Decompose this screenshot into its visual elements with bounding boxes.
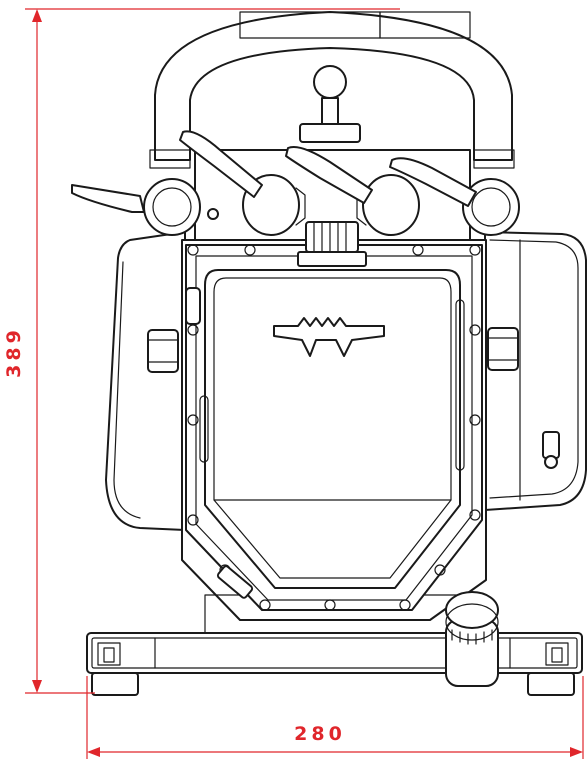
drain-valve (542, 431, 560, 469)
central-stem (299, 65, 361, 143)
inner-window (204, 269, 461, 589)
lever-center (285, 146, 373, 204)
lever-left-outer (71, 184, 145, 213)
base-frame (86, 632, 583, 696)
height-label: 389 (3, 326, 25, 378)
height-dimension: 389 (3, 8, 400, 694)
right-latch (545, 642, 569, 666)
left-latch (97, 642, 121, 666)
carry-handle (154, 11, 513, 161)
right-side-housing (484, 231, 587, 511)
left-side-knob (147, 287, 201, 373)
lever-right (389, 157, 477, 207)
base-knurled-knob (445, 591, 499, 687)
lower-left-handle (216, 565, 254, 599)
left-slot (199, 395, 209, 463)
right-side-knob (487, 327, 519, 371)
left-foot (91, 672, 139, 696)
lever-left-inner (179, 130, 263, 198)
valve-cap-4 (462, 178, 520, 236)
logo-plate (273, 317, 385, 357)
valve-levers (71, 130, 477, 213)
width-dimension: 280 (86, 676, 584, 759)
center-gear-knob (297, 221, 367, 267)
left-side-housing (105, 231, 186, 531)
valve-caps (143, 174, 520, 236)
width-label: 280 (294, 723, 346, 745)
right-slot (455, 299, 465, 471)
right-foot (527, 672, 575, 696)
valve-cap-1 (143, 178, 219, 236)
